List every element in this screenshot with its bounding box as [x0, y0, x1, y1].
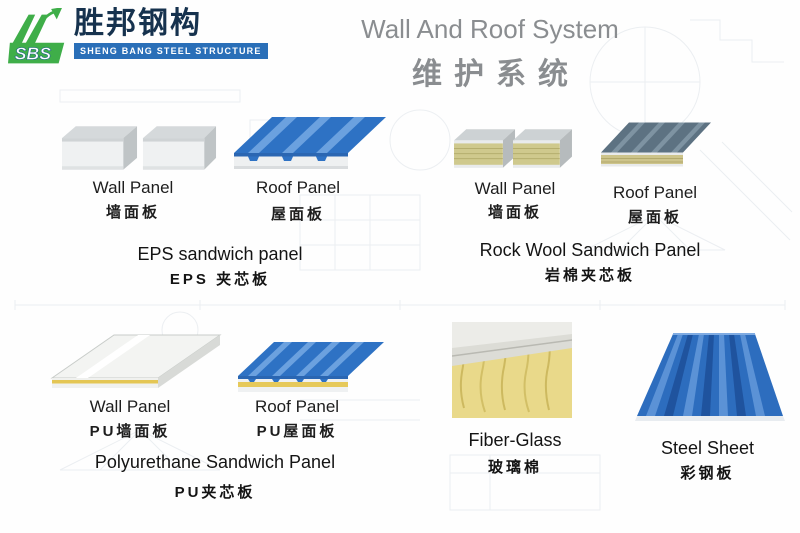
pu-roof-panel-image [238, 342, 384, 392]
eps-roof-panel-image [234, 117, 386, 169]
fiberglass-label-en: Fiber-Glass [468, 430, 562, 450]
eps-caption-zh: EPS 夹芯板 [169, 271, 271, 288]
eps-wall-panel-label-en: Wall Panel [92, 178, 174, 197]
page-title-chinese: 维护系统 [412, 58, 580, 91]
rockwool-roof-panel-label-en: Roof Panel [612, 183, 698, 202]
company-name-english: SHENG BANG STEEL STRUCTURE [74, 42, 268, 59]
eps-wall-panel-image [61, 126, 217, 170]
rockwool-wall-panel-image [454, 129, 572, 168]
steel-sheet-image [635, 333, 785, 421]
pu-caption-en: Polyurethane Sandwich Panel [94, 452, 336, 472]
company-logo: SBS 胜邦钢构 SHENG BANG STEEL STRUCTURE [8, 8, 268, 70]
logo-sbs-text: SBS [15, 44, 52, 64]
fiberglass-label-zh: 玻璃棉 [487, 459, 542, 476]
rockwool-roof-panel-image [601, 122, 711, 167]
pu-wall-panel-label-zh: PU墙面板 [89, 423, 171, 440]
rockwool-roof-panel-label-zh: 屋面板 [627, 209, 682, 226]
pu-roof-panel-label-zh: PU屋面板 [256, 423, 338, 440]
steel-sheet-label-zh: 彩钢板 [680, 465, 735, 482]
page-header: Wall And Roof System 维护系统 [320, 14, 660, 93]
rockwool-wall-panel-label-en: Wall Panel [474, 179, 556, 198]
pu-caption-zh: PU夹芯板 [174, 484, 256, 501]
pu-wall-panel-image [50, 334, 222, 388]
rockwool-caption-en: Rock Wool Sandwich Panel [479, 240, 701, 260]
rockwool-wall-panel-label-zh: 墙面板 [487, 204, 542, 221]
page-title-english: Wall And Roof System [361, 14, 619, 44]
pu-roof-panel-label-en: Roof Panel [254, 397, 340, 416]
eps-roof-panel-label-en: Roof Panel [255, 178, 341, 197]
eps-wall-panel-label-zh: 墙面板 [105, 204, 160, 221]
pu-wall-panel-label-en: Wall Panel [89, 397, 171, 416]
eps-caption-en: EPS sandwich panel [137, 244, 303, 264]
rockwool-caption-zh: 岩棉夹芯板 [544, 267, 635, 284]
company-name-chinese: 胜邦钢构 [74, 7, 202, 40]
steel-sheet-label-en: Steel Sheet [660, 438, 755, 458]
sbs-logo-icon: SBS [8, 8, 65, 64]
fiberglass-image [452, 322, 572, 418]
eps-roof-panel-label-zh: 屋面板 [270, 206, 325, 223]
